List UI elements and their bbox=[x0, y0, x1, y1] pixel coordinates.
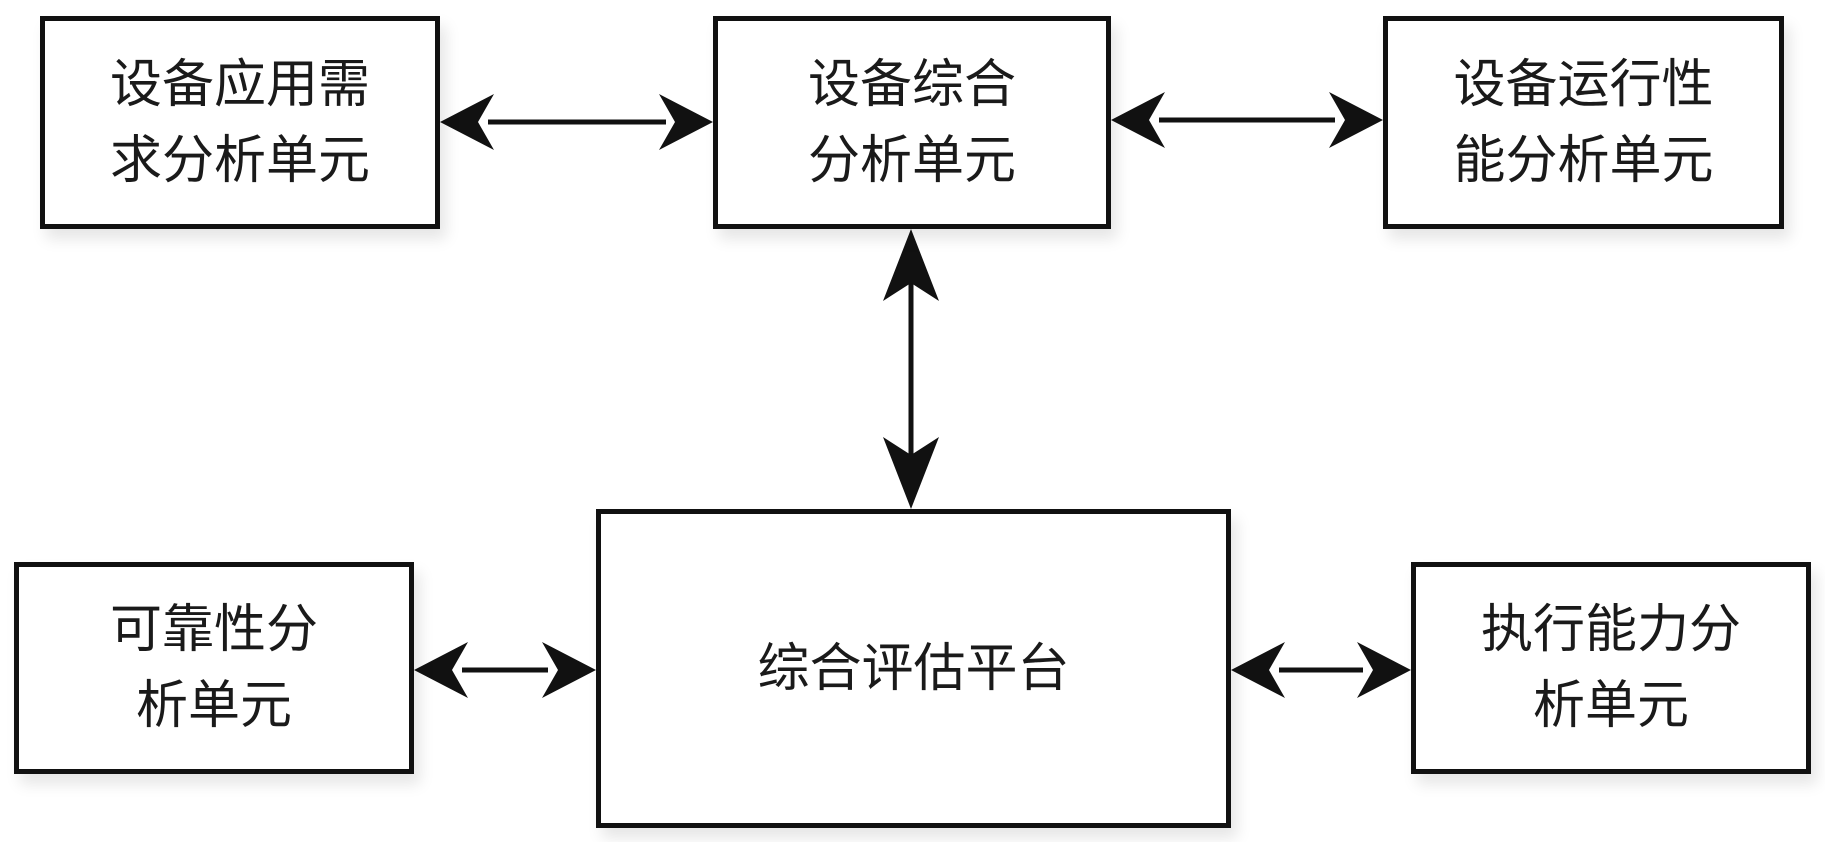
box-label-line: 析单元 bbox=[136, 668, 292, 744]
box-label-line: 综合评估平台 bbox=[757, 631, 1069, 707]
equipment-operating-performance-analysis-unit: 设备运行性 能分析单元 bbox=[1383, 16, 1784, 229]
reliability-analysis-unit: 可靠性分 析单元 bbox=[14, 562, 414, 774]
box-label-line: 设备综合 bbox=[808, 47, 1016, 123]
integrated-evaluation-platform: 综合评估平台 bbox=[596, 509, 1231, 828]
box-label-line: 求分析单元 bbox=[110, 123, 370, 199]
arrowhead-demand-side bbox=[440, 94, 494, 150]
box-label-line: 析单元 bbox=[1533, 668, 1689, 744]
arrowhead-performance-side bbox=[1329, 92, 1383, 148]
box-label-line: 执行能力分 bbox=[1481, 592, 1741, 668]
box-label-line: 可靠性分 bbox=[110, 592, 318, 668]
box-label-line: 设备应用需 bbox=[110, 47, 370, 123]
arrowhead-platform-right bbox=[1231, 642, 1285, 698]
equipment-application-demand-analysis-unit: 设备应用需 求分析单元 bbox=[40, 16, 440, 229]
arrowhead-platform-left bbox=[542, 642, 596, 698]
equipment-integrated-analysis-unit: 设备综合 分析单元 bbox=[713, 16, 1111, 229]
box-label-line: 能分析单元 bbox=[1453, 123, 1713, 199]
box-label-line: 分析单元 bbox=[808, 123, 1016, 199]
box-label-line: 设备运行性 bbox=[1453, 47, 1713, 123]
arrowhead-integrated-right bbox=[1111, 92, 1165, 148]
execution-capability-analysis-unit: 执行能力分 析单元 bbox=[1411, 562, 1811, 774]
arrowhead-execution-side bbox=[1357, 642, 1411, 698]
arrowhead-integrated-left bbox=[659, 94, 713, 150]
arrowhead-reliability-side bbox=[414, 642, 468, 698]
